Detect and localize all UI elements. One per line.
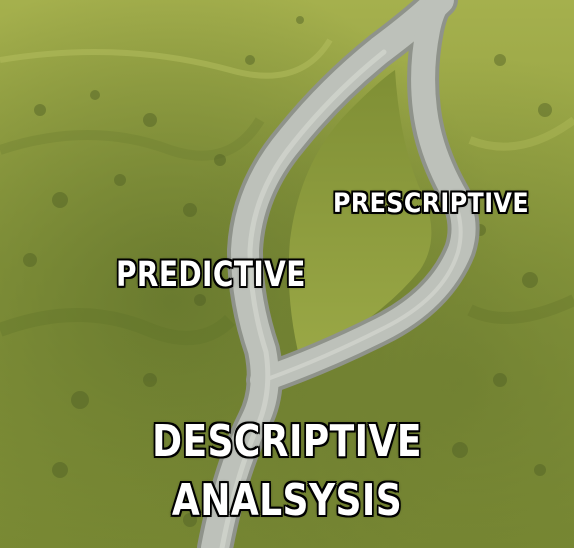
- grass-island: [288, 70, 432, 360]
- label-descriptive: DESCRIPTIVE: [152, 416, 422, 467]
- label-prescriptive: PRESCRIPTIVE: [333, 188, 529, 219]
- label-predictive: PREDICTIVE: [116, 255, 306, 295]
- label-analysis: ANALSYSIS: [171, 475, 403, 526]
